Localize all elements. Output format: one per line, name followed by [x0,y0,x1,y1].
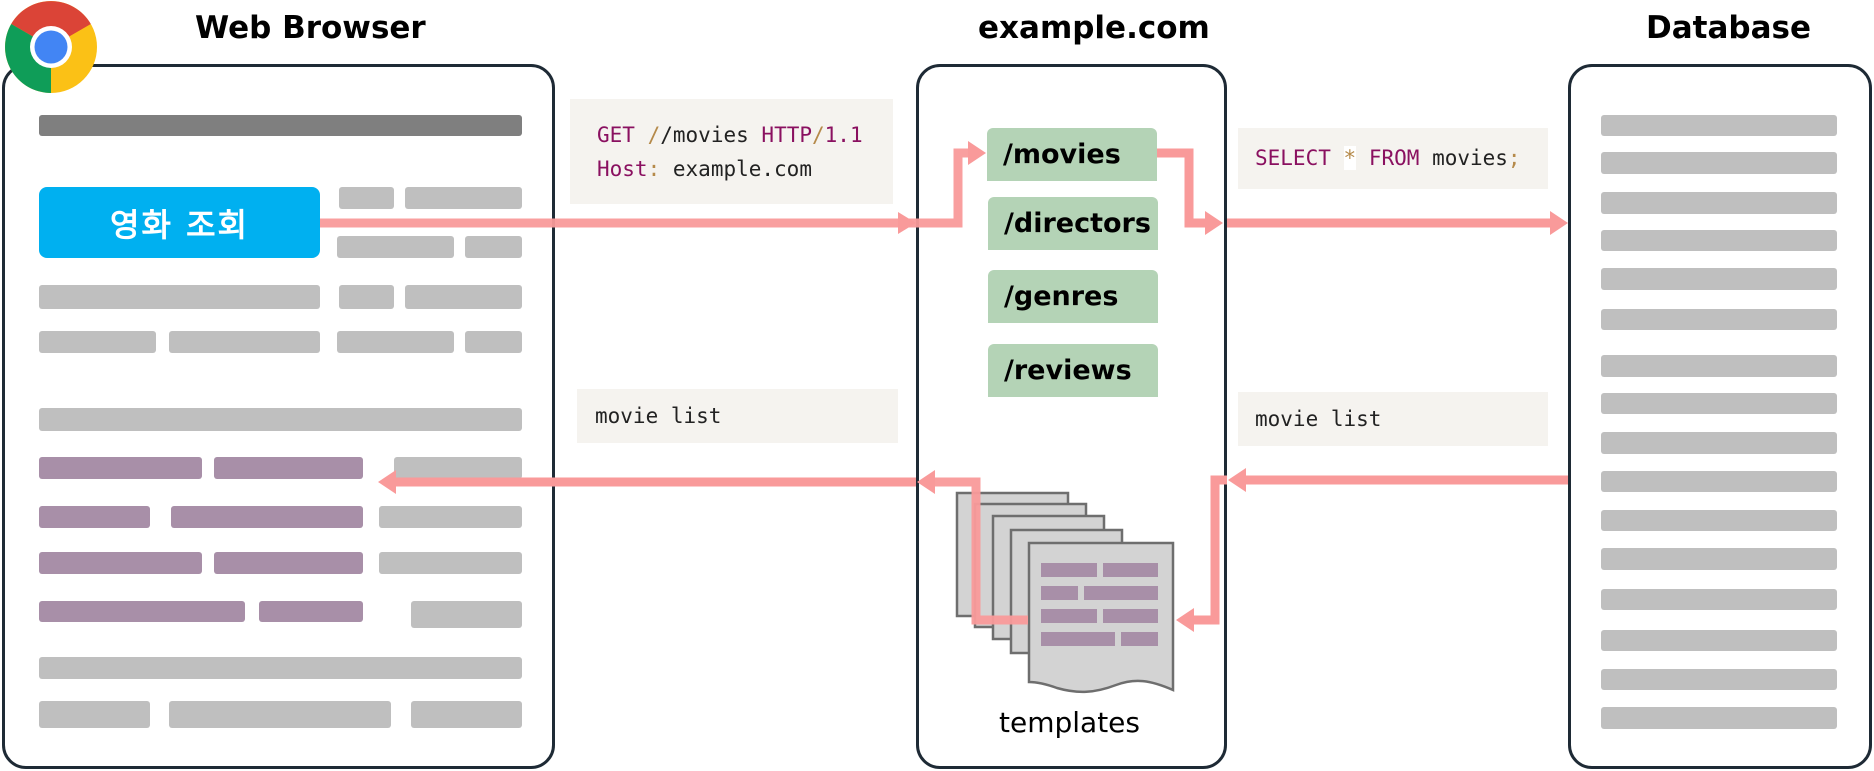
placeholder-bar [339,187,394,209]
sql-select: SELECT [1255,146,1331,170]
db-row [1601,192,1837,214]
templates-label: templates [999,706,1140,739]
db-row [1601,355,1837,377]
movie-row-bar [39,457,202,479]
browser-title: Web Browser [195,10,426,46]
placeholder-bar [169,701,391,728]
movie-lookup-button[interactable]: 영화 조회 [39,187,320,258]
db-row [1601,510,1837,531]
chrome-logo-icon [5,1,97,93]
movie-row-bar [171,506,363,528]
db-row [1601,707,1837,729]
http-host-value: example.com [672,157,812,181]
database-panel [1568,64,1872,769]
placeholder-bar [337,236,454,258]
placeholder-bar [337,331,454,353]
db-row [1601,152,1837,174]
placeholder-bar [39,657,522,679]
placeholder-bar [339,285,394,309]
sql-star: * [1343,146,1357,170]
route-reviews[interactable]: /reviews [988,344,1158,397]
db-row [1601,393,1837,414]
route-movies[interactable]: /movies [987,128,1157,181]
http-protocol: HTTP [761,123,812,147]
response-text: movie list [1255,407,1382,431]
movie-row-bar [214,552,363,574]
http-version: 1.1 [824,123,863,147]
movie-row-bar [39,601,245,622]
placeholder-bar [39,408,522,431]
http-method: GET [597,123,635,147]
sql-table: movies [1432,146,1508,170]
response-text: movie list [595,404,722,428]
db-row [1601,309,1837,330]
movie-row-bar [39,506,150,528]
placeholder-bar [405,187,522,209]
db-row [1601,115,1837,136]
http-path: /movies [660,123,749,147]
movie-row-bar [259,601,363,622]
movie-row-bar [39,552,202,574]
placeholder-bar [379,552,522,574]
placeholder-bar [405,285,522,309]
placeholder-bar [465,331,522,353]
placeholder-bar [394,457,522,479]
route-directors[interactable]: /directors [988,197,1158,250]
db-row [1601,589,1837,610]
placeholder-bar [465,236,522,258]
db-row [1601,432,1837,454]
route-genres[interactable]: /genres [988,270,1158,323]
placeholder-bar [379,506,522,528]
sql-terminator: ; [1507,146,1521,170]
placeholder-bar [39,331,156,353]
db-row [1601,230,1837,251]
placeholder-bar [411,701,522,728]
response-box-server: movie list [577,389,898,443]
templates-stack-icon [955,491,1175,694]
placeholder-bar [39,285,320,309]
placeholder-bar [39,701,150,728]
db-row [1601,630,1837,651]
address-bar [39,115,522,136]
placeholder-bar [411,601,522,628]
http-request-box: GET //movies HTTP/1.1 Host: example.com [570,99,893,204]
response-box-database: movie list [1238,392,1548,446]
movie-row-bar [214,457,363,479]
http-host-key: Host [597,157,648,181]
database-title: Database [1646,10,1811,46]
db-row [1601,669,1837,690]
sql-query-box: SELECT * FROM movies; [1238,128,1548,189]
server-title: example.com [978,10,1210,46]
db-row [1601,471,1837,492]
db-row [1601,268,1837,290]
placeholder-bar [169,331,320,353]
sql-from: FROM [1368,146,1420,170]
db-row [1601,548,1837,570]
